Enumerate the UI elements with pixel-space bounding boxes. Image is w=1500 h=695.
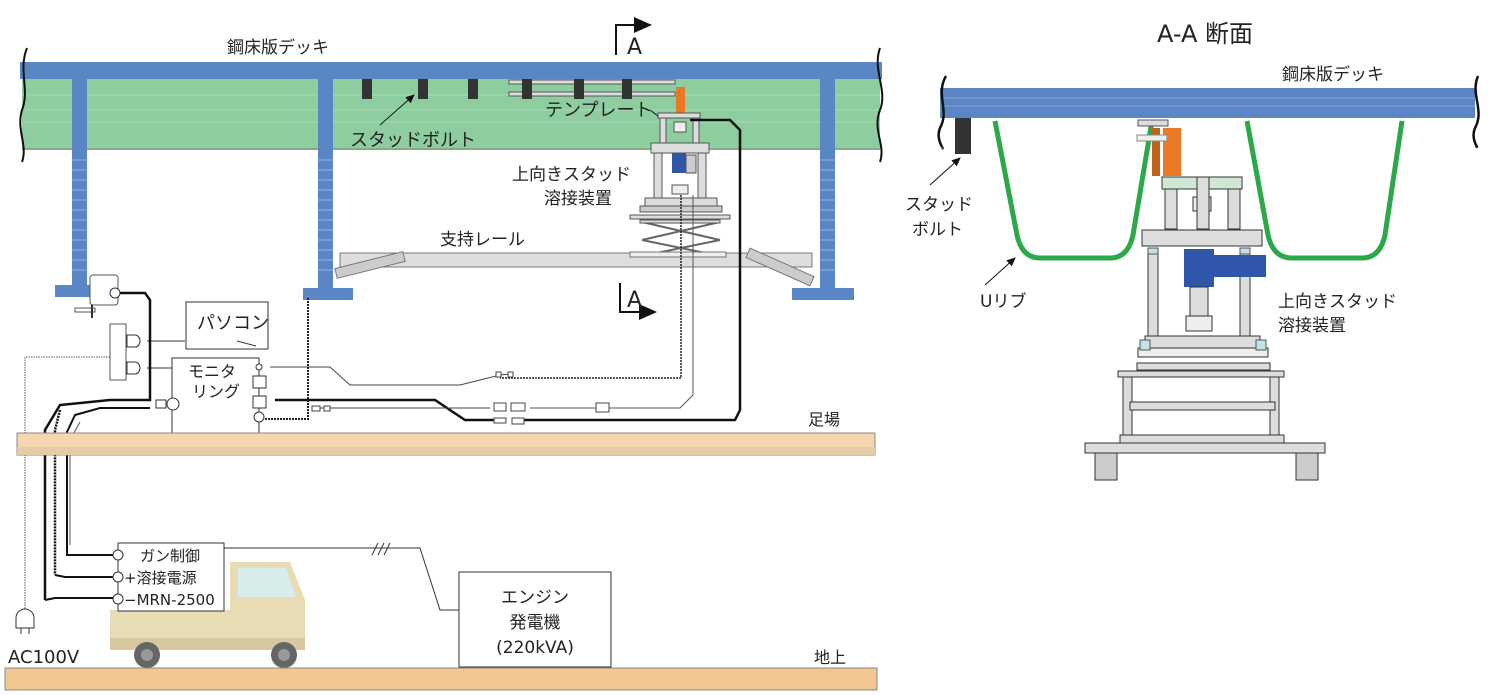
svg-text:−MRN-2500: −MRN-2500 (124, 591, 215, 609)
template-rail-lower (508, 91, 676, 97)
generator-box (458, 571, 612, 668)
clamp (74, 274, 121, 318)
support-rail-label: 支持レール (440, 230, 525, 250)
stud-bolt-label: スタッドボルト (350, 130, 476, 151)
svg-text:ガン制御: ガン制御 (140, 547, 200, 565)
svg-text:(220kVA): (220kVA) (496, 638, 574, 658)
ground-label: 地上 (814, 648, 846, 667)
section-marker-bottom: A (619, 283, 657, 320)
steel-deck (20, 62, 882, 79)
svg-text:スタッド: スタッド (905, 195, 973, 215)
svg-text:A: A (627, 35, 642, 60)
u-rib-left (992, 120, 1155, 261)
support-post-2 (318, 79, 333, 289)
stud-bolt-arrow (379, 94, 415, 126)
break-line-right (876, 47, 884, 163)
svg-text:発電機: 発電機 (510, 613, 561, 633)
section-marker-top: A (615, 17, 652, 60)
svg-text:パソコン: パソコン (197, 313, 269, 334)
u-rib-right (1244, 120, 1405, 261)
template-rail-upper (508, 79, 676, 85)
rv-stud-bolt (955, 118, 971, 154)
stud-bolts (362, 79, 632, 99)
rv-device-label-1: 上向きスタッド (1278, 292, 1397, 312)
svg-text:リング: リング (192, 382, 240, 401)
ac-plug-icon (15, 608, 35, 634)
section-title: A-A 断面 (1157, 20, 1253, 48)
rv-deck-label: 鋼床版デッキ (1282, 64, 1384, 85)
svg-text:ボルト: ボルト (912, 220, 963, 240)
svg-text:+溶接電源: +溶接電源 (124, 569, 197, 587)
svg-text:A: A (627, 288, 642, 313)
rv-steel-deck (940, 88, 1475, 118)
main-girder (22, 78, 880, 150)
pc-box (185, 301, 269, 350)
support-post-1 (72, 79, 87, 289)
device-label-2: 溶接装置 (544, 189, 612, 209)
ac100v-label: AC100V (8, 647, 80, 668)
power-supply-box (117, 542, 225, 612)
rv-device-label-2: 溶接装置 (1278, 316, 1346, 336)
break-line-left (19, 47, 28, 163)
device-label-1: 上向きスタッド (512, 165, 631, 185)
deck-label: 鋼床版デッキ (227, 37, 329, 58)
truck (110, 562, 305, 668)
svg-text:エンジン: エンジン (501, 588, 569, 608)
ground (4, 667, 878, 691)
template-label: テンプレート (545, 100, 652, 121)
rv-welding-device (1084, 119, 1326, 481)
distribution-box (109, 323, 127, 381)
svg-text:モニタ: モニタ (188, 362, 236, 381)
support-post-3 (820, 79, 835, 289)
scaffold-label: 足場 (808, 410, 840, 429)
u-rib-label: Uリブ (980, 291, 1026, 312)
